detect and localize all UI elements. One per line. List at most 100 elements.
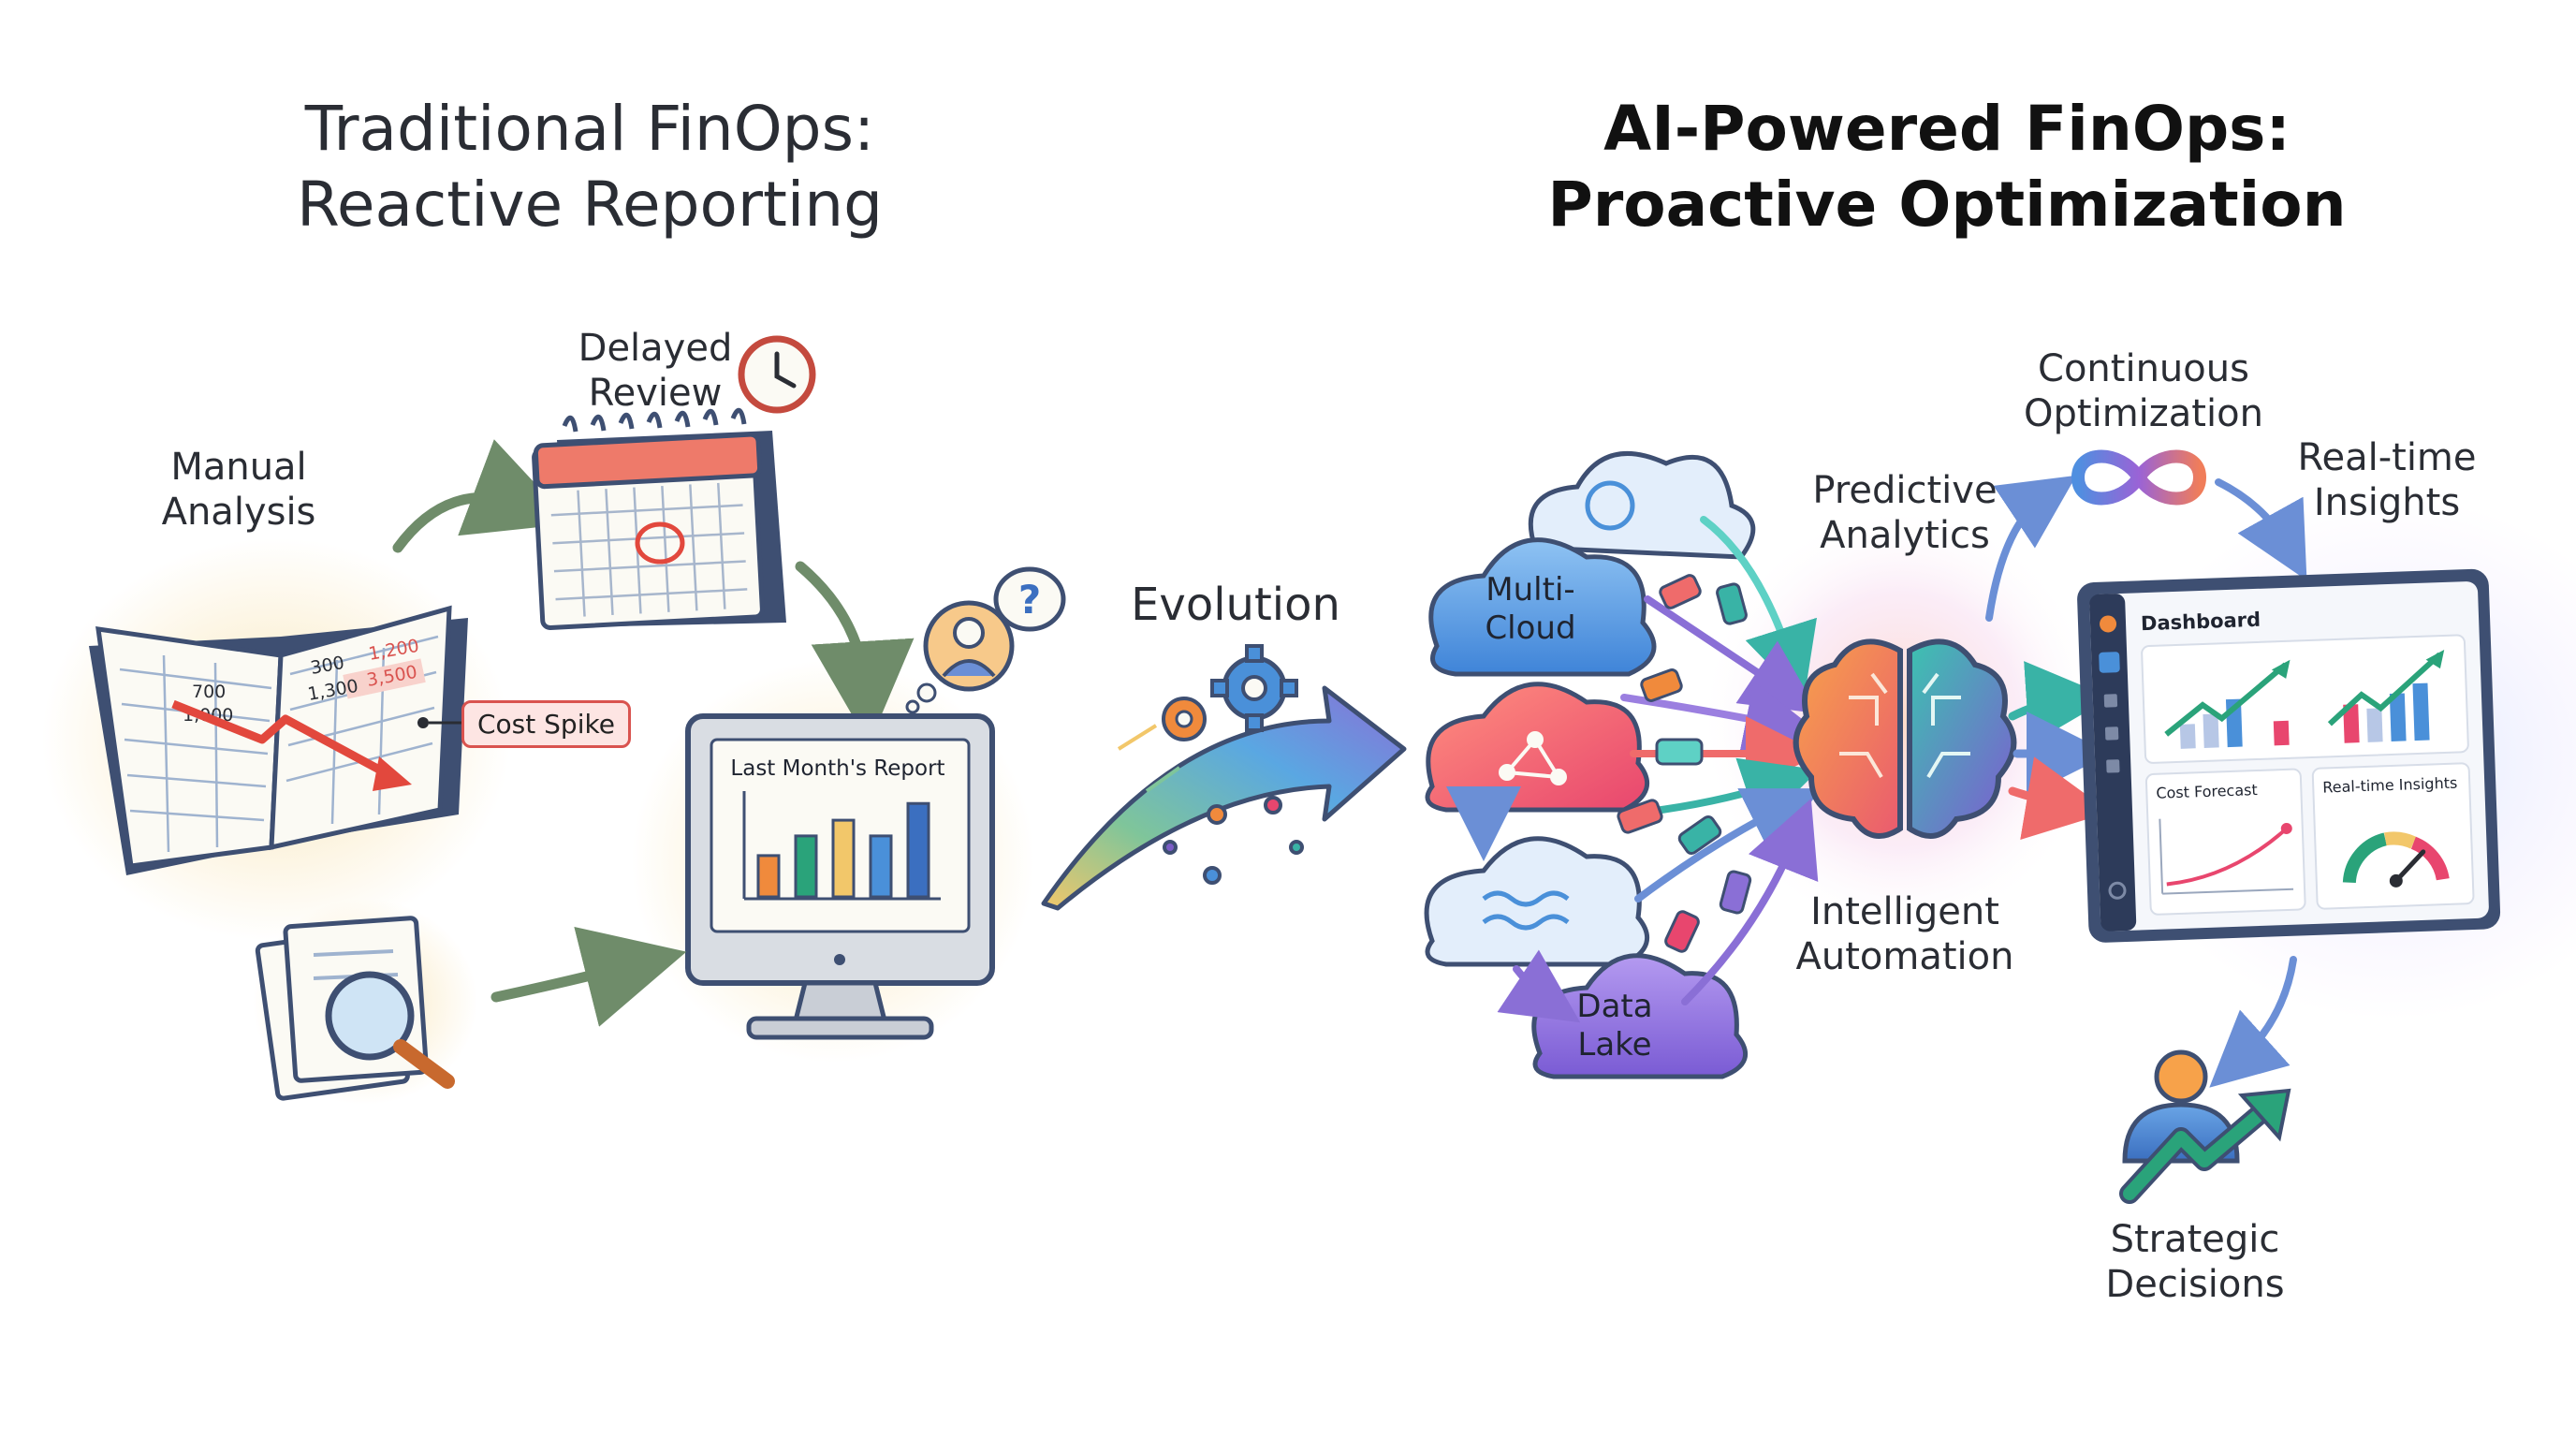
cost-forecast-panel	[2144, 768, 2306, 916]
report-bar	[869, 834, 893, 899]
multi-cloud-icon	[1428, 537, 1657, 677]
dashboard-trend-2	[2327, 652, 2442, 726]
dashboard-trend-2-head	[2425, 649, 2445, 669]
data-flow-connectors	[1446, 516, 1822, 1023]
label-multi-cloud-line1: Multi-	[1486, 571, 1575, 609]
dashboard-trend-1-head	[2271, 659, 2291, 679]
label-manual-analysis-line2: Analysis	[161, 491, 316, 534]
label-multi-cloud-line2: Cloud	[1485, 609, 1576, 647]
cost-spike-label: Cost Spike	[461, 700, 631, 748]
title-ai-line2: Proactive Optimization	[1547, 168, 2347, 241]
label-delayed-review-line2: Review	[588, 372, 723, 415]
title-traditional-line1: Traditional FinOps:	[304, 93, 875, 165]
strategic-person-icon	[2119, 1049, 2291, 1204]
gauge-icon	[2342, 831, 2450, 888]
dashboard-title: Dashboard	[2141, 609, 2261, 635]
report-bar-group	[756, 801, 930, 899]
cost-forecast-point	[2280, 822, 2292, 834]
label-predictive-line2: Analytics	[1820, 514, 1990, 557]
monitor-base	[746, 1016, 934, 1040]
arrow-calendar-to-report	[795, 561, 915, 744]
cloud-top-icon	[1528, 450, 1756, 560]
data-packet-chips	[1617, 574, 1752, 953]
arrow-manual-to-calendar	[392, 439, 573, 553]
label-continuous-optimization: Continuous Optimization	[2008, 346, 2279, 436]
calendar-circled-date	[635, 521, 685, 565]
label-realtime-line2: Insights	[2313, 481, 2461, 524]
trend-down-arrowhead	[373, 756, 412, 791]
growth-arrowhead	[2237, 1088, 2291, 1142]
report-title: Last Month's Report	[730, 756, 944, 781]
title-traditional-line2: Reactive Reporting	[297, 168, 883, 241]
dashboard-home-icon[interactable]	[2099, 652, 2120, 673]
water-cloud-icon	[1424, 836, 1649, 967]
label-data-lake-line1: Data	[1576, 988, 1653, 1025]
label-continuous-line2: Optimization	[2024, 392, 2263, 435]
title-traditional: Traditional FinOps: Reactive Reporting	[215, 92, 964, 242]
brain-to-dashboard-arrows	[2008, 661, 2111, 840]
ledger-value-1: 700	[192, 682, 226, 702]
label-strategic-line1: Strategic	[2110, 1218, 2280, 1261]
ai-section: Dashboard Cost Forecast Real-	[1424, 449, 2576, 1204]
dashboard-logo-icon	[2100, 615, 2117, 633]
label-manual-analysis-line1: Manual	[170, 446, 307, 489]
question-mark-icon: ?	[1018, 577, 1041, 623]
monitor-power-dot	[834, 954, 845, 965]
label-multi-cloud: Multi- Cloud	[1474, 571, 1587, 648]
network-cloud-icon	[1425, 682, 1649, 813]
document-search-icon	[255, 916, 455, 1101]
ledger-book-icon: 700 1,000 300 1,300 1,200 3,500	[89, 605, 468, 875]
label-strategic-line2: Decisions	[2105, 1263, 2285, 1306]
arrow-docs-to-report	[490, 926, 687, 1027]
dashboard-settings-icon[interactable]	[2108, 881, 2127, 900]
label-realtime-line1: Real-time	[2297, 436, 2477, 479]
report-bar	[756, 854, 781, 899]
title-ai-line1: AI-Powered FinOps:	[1603, 93, 2291, 165]
ai-brain-icon	[1793, 638, 2017, 839]
arrow-to-realtime	[2215, 478, 2307, 580]
dashboard-trend-1	[2164, 662, 2288, 737]
evolution-particles	[1117, 724, 1304, 885]
label-delayed-review-line1: Delayed	[578, 327, 733, 370]
dashboard-reports-icon[interactable]	[2103, 694, 2118, 708]
clock-icon	[738, 335, 816, 414]
traditional-section: 700 1,000 300 1,300 1,200 3,500	[42, 335, 1066, 1105]
monitor-stand	[792, 980, 888, 1023]
label-predictive-line1: Predictive	[1812, 469, 1998, 512]
sync-icon	[1585, 480, 1635, 531]
evolution-arrow	[1041, 685, 1407, 911]
label-evolution: Evolution	[1131, 579, 1340, 631]
ledger-highlight-cell	[343, 658, 426, 699]
label-realtime-insights: Real-time Insights	[2279, 435, 2495, 525]
label-continuous-line1: Continuous	[2038, 347, 2249, 390]
title-ai: AI-Powered FinOps: Proactive Optimizatio…	[1498, 92, 2396, 242]
cost-forecast-curve	[2166, 827, 2289, 887]
label-data-lake-line2: Lake	[1577, 1025, 1652, 1064]
trend-down-line	[171, 699, 396, 781]
dashboard-tablet: Dashboard Cost Forecast Real-	[2077, 568, 2501, 943]
dashboard-data-icon[interactable]	[2106, 759, 2120, 773]
arrow-to-continuous	[1985, 475, 2077, 622]
dashboard-list-icon[interactable]	[2104, 726, 2119, 741]
label-predictive-analytics: Predictive Analytics	[1793, 468, 2017, 558]
label-manual-analysis: Manual Analysis	[145, 445, 332, 535]
label-strategic-decisions: Strategic Decisions	[2083, 1217, 2307, 1307]
label-intelligent-line2: Automation	[1795, 935, 2014, 978]
report-bar	[794, 834, 818, 899]
dashboard-chart-panel	[2141, 634, 2469, 764]
calendar-icon	[532, 407, 786, 630]
label-data-lake: Data Lake	[1559, 988, 1671, 1064]
arrow-to-decisions	[2209, 956, 2297, 1088]
label-delayed-review: Delayed Review	[562, 326, 749, 416]
report-bar	[906, 801, 930, 899]
cost-spike-pointer-dot	[417, 717, 429, 728]
label-intelligent-line1: Intelligent	[1810, 890, 1999, 933]
growth-arrow-line	[2123, 1103, 2272, 1200]
cost-forecast-axes	[2159, 818, 2294, 895]
label-intelligent-automation: Intelligent Automation	[1778, 889, 2031, 979]
cost-forecast-label: Cost Forecast	[2156, 781, 2258, 802]
report-monitor: Last Month's Report	[685, 713, 995, 1040]
gear-icon	[1210, 644, 1298, 732]
infinity-icon	[2071, 449, 2207, 506]
